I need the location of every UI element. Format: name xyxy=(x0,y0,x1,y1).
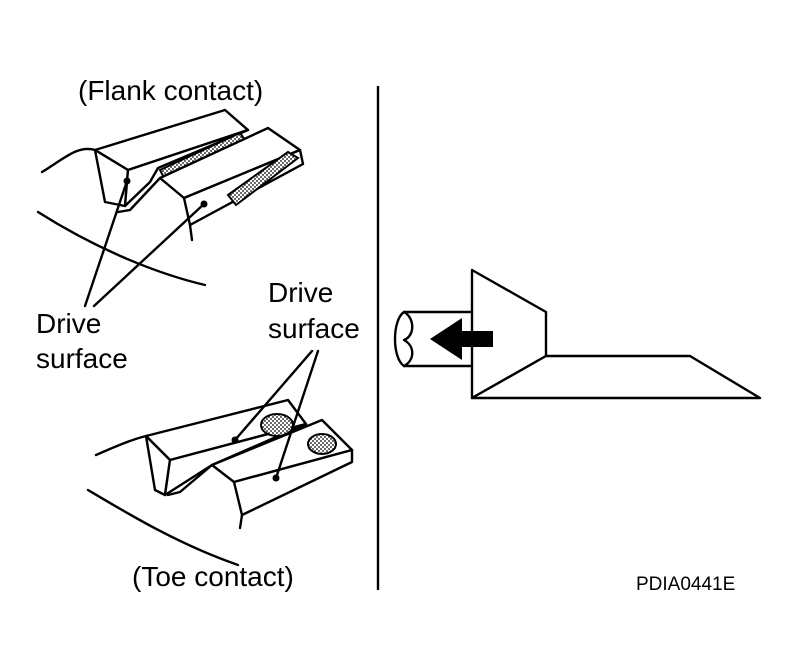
toe-contact-patch-2 xyxy=(307,433,337,455)
flank-contact-label: (Flank contact) xyxy=(78,75,263,106)
toe-contact-label: (Toe contact) xyxy=(132,561,294,592)
pinion-shaft xyxy=(402,310,472,368)
flank-contact-patch-2 xyxy=(226,150,300,207)
drive-surface-label-right-line2: surface xyxy=(268,313,360,344)
figure-code: PDIA0441E xyxy=(636,574,735,595)
drive-surface-label-left-line1: Drive xyxy=(36,308,101,339)
flank-contact-gear xyxy=(36,108,305,287)
drive-surface-label-left-line2: surface xyxy=(36,343,128,374)
pinion-schematic xyxy=(393,268,762,400)
drive-surface-label-right-line1: Drive xyxy=(268,277,333,308)
direction-arrow-icon xyxy=(430,318,493,360)
toe-contact-gear xyxy=(86,398,354,567)
drive-surface-leaders xyxy=(83,179,320,480)
pinion-face xyxy=(470,354,762,400)
